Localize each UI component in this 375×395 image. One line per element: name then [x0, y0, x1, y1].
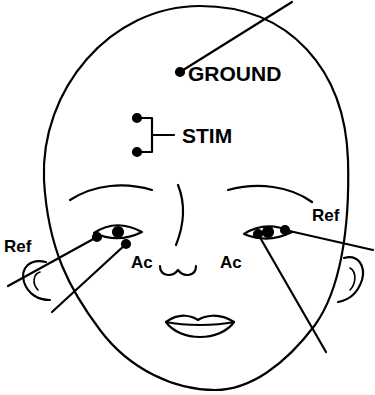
right-eye	[244, 226, 292, 238]
electrode-label: Ac	[220, 254, 242, 271]
electrode-label: Ac	[131, 254, 153, 271]
left-ear	[23, 261, 50, 300]
right-ear-inner	[350, 268, 355, 290]
right-pupil	[263, 227, 273, 237]
lower-lip	[166, 322, 234, 337]
electrode-label: Ref	[312, 207, 339, 224]
nostrils	[160, 266, 196, 275]
stim-bracket	[137, 118, 174, 152]
upper-lip	[166, 316, 234, 325]
left-ear-inner	[34, 272, 40, 290]
ac-wire	[52, 244, 126, 312]
ref-wire	[285, 230, 373, 250]
ground-wire	[180, 2, 292, 72]
left-pupil	[113, 227, 123, 237]
nose	[176, 185, 183, 245]
right-ear	[338, 257, 363, 302]
ac-wire	[258, 234, 326, 352]
face-outline	[44, 6, 348, 390]
electrode-label: GROUND	[188, 63, 281, 84]
electrode-label: Ref	[4, 238, 31, 255]
right-eyebrow	[228, 186, 312, 202]
electrode-label: STIM	[182, 125, 232, 146]
left-eyebrow	[70, 185, 152, 200]
